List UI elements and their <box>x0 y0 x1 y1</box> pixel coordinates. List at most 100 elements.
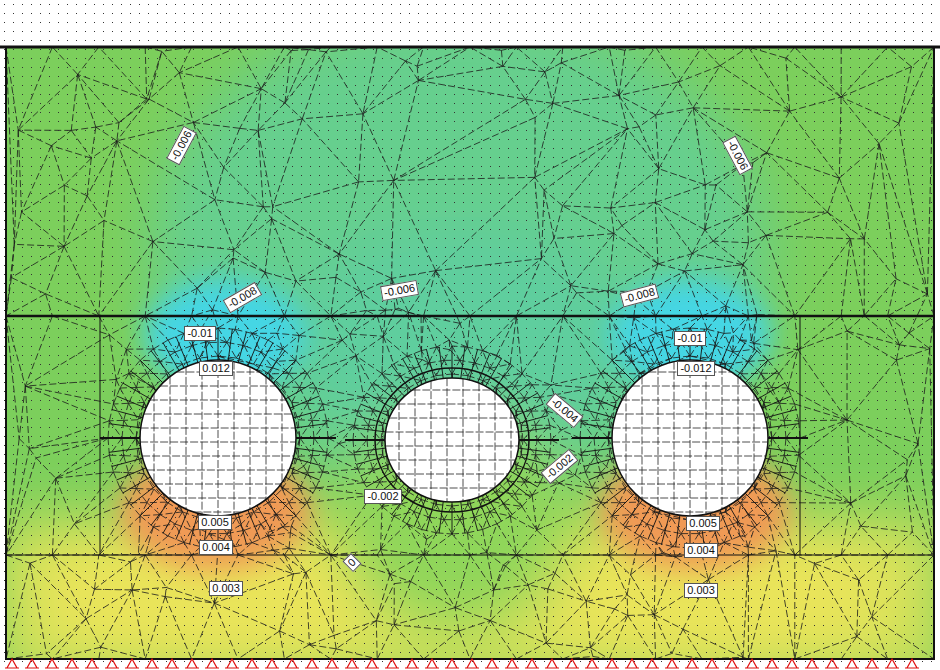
tunnel-grid <box>396 474 508 475</box>
mesh-ring <box>767 424 799 428</box>
mesh-ring <box>163 343 179 371</box>
mesh-ring <box>414 497 426 527</box>
support-symbol <box>565 659 579 668</box>
tunnel-grid <box>479 383 480 496</box>
contour-label: 0.012 <box>199 361 233 376</box>
mesh-ring <box>257 506 273 534</box>
contour-label: -0.006 <box>167 125 198 165</box>
mesh-ring <box>361 464 391 476</box>
mesh-ring <box>414 353 426 383</box>
support-symbol <box>805 659 819 668</box>
tunnel-grid <box>234 362 235 515</box>
mesh-line <box>768 437 808 439</box>
tunnel-grid <box>658 367 659 509</box>
mesh-ring <box>131 485 156 504</box>
mesh-ring <box>514 464 544 476</box>
mesh-ring <box>361 404 391 416</box>
mesh-ring <box>729 506 745 534</box>
mesh-ring <box>273 360 296 383</box>
support-symbol <box>205 659 219 668</box>
tunnel <box>100 328 336 548</box>
mesh-ring <box>356 456 387 464</box>
support-symbol <box>365 659 379 668</box>
tunnel-grid <box>218 360 219 516</box>
mesh-ring <box>140 493 163 516</box>
support-symbol <box>705 659 719 668</box>
tunnel-grid <box>642 377 643 500</box>
tunnel-grid <box>250 367 251 509</box>
mesh-ring <box>366 471 394 487</box>
contour-label: 0.004 <box>199 540 233 555</box>
mesh-ring <box>595 477 623 493</box>
mesh-ring <box>461 347 465 379</box>
support-symbol <box>725 659 739 668</box>
support-symbol <box>5 659 19 668</box>
mesh-ring <box>163 506 179 534</box>
tunnel-grid <box>706 362 707 515</box>
mesh-line <box>296 437 336 439</box>
tunnel-opening <box>612 360 768 516</box>
mesh-ring <box>190 513 198 544</box>
support-symbol <box>765 659 779 668</box>
tunnel-grid <box>690 360 691 516</box>
mesh-ring <box>228 329 232 361</box>
support-symbol <box>845 659 859 668</box>
support-symbol <box>285 659 299 668</box>
mesh-ring <box>518 428 550 432</box>
mesh-ring <box>290 396 320 408</box>
tunnel-grid <box>415 388 416 491</box>
mesh-ring <box>762 468 792 480</box>
tunnel-grid <box>674 362 675 515</box>
support-symbol <box>885 659 899 668</box>
tunnel-opening <box>385 378 519 502</box>
tunnel-grid <box>495 392 496 487</box>
mesh-ring <box>595 383 623 399</box>
mesh-ring <box>517 416 548 424</box>
support-symbol <box>665 659 679 668</box>
tunnel-grid <box>754 393 755 482</box>
mesh-ring <box>514 404 544 416</box>
support-symbol <box>45 659 59 668</box>
support-symbol <box>85 659 99 668</box>
contour-label: -0.008 <box>620 283 660 307</box>
contour-label: 0.003 <box>684 583 718 598</box>
contour-label: -0.008 <box>223 281 263 313</box>
mesh-line <box>345 439 385 441</box>
mesh-ring <box>426 500 434 531</box>
mesh-ring <box>737 500 756 525</box>
mesh-ring <box>635 343 651 371</box>
support-symbol <box>105 659 119 668</box>
tunnel-grid <box>385 446 518 447</box>
support-symbol <box>785 659 799 668</box>
contour-label: 0 <box>342 552 361 571</box>
mesh-ring <box>295 424 327 428</box>
mesh-ring <box>720 336 732 366</box>
tunnel-grid <box>389 418 514 419</box>
mesh-ring <box>140 360 163 383</box>
model-boundary <box>933 47 935 660</box>
support-symbol <box>25 659 39 668</box>
contour-label: 0.003 <box>209 581 243 596</box>
mesh-ring <box>588 468 618 480</box>
support-symbol <box>265 659 279 668</box>
mesh-ring <box>581 448 613 452</box>
mesh-ring <box>752 371 777 390</box>
mesh-ring <box>762 396 792 408</box>
mesh-ring <box>123 383 151 399</box>
mesh-ring <box>238 332 246 363</box>
contour-label: 0.004 <box>684 543 718 558</box>
support-symbol <box>585 659 599 668</box>
tunnel-grid <box>170 377 171 500</box>
support-symbol <box>645 659 659 668</box>
mesh-ring <box>518 448 550 452</box>
mesh-ring <box>603 371 628 390</box>
mesh-ring <box>737 351 756 376</box>
mesh-ring <box>151 351 170 376</box>
layer-boundary <box>6 315 934 318</box>
support-symbol <box>245 659 259 668</box>
mesh-ring <box>478 353 490 383</box>
mesh-ring <box>280 485 305 504</box>
